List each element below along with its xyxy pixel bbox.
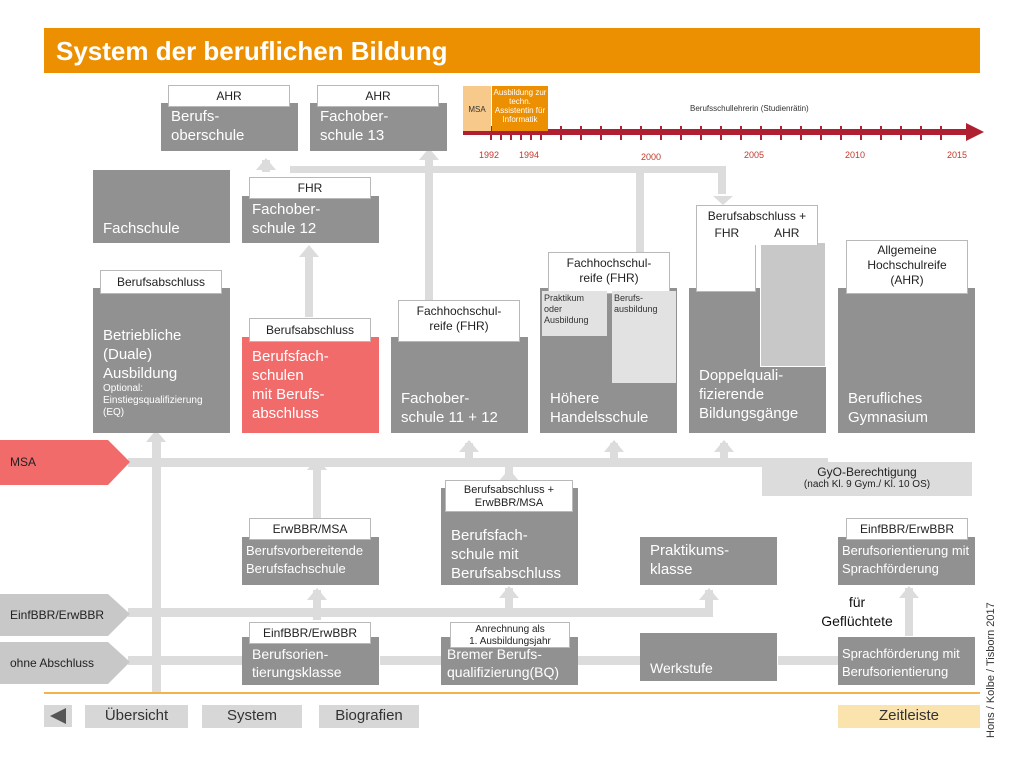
credit-text: Hons / Kolbe / Tisborn 2017 bbox=[985, 602, 997, 738]
berufsabschluss-erwbbr-label: Berufsabschluss + ErwBBR/MSA bbox=[445, 480, 573, 512]
doppel-label-top: Berufsabschluss + bbox=[707, 209, 807, 223]
berufliches-gymnasium-box[interactable]: Berufliches Gymnasium bbox=[838, 288, 975, 433]
gyo-berechtigung-title: GyO-Berechtigung bbox=[817, 465, 917, 479]
timeline-lehrerin-label: Berufsschullehrerin (Studienrätin) bbox=[690, 104, 809, 113]
entry-einfbbr[interactable]: EinfBBR/ErwBBR bbox=[10, 608, 105, 622]
gefluechtete-text: für Geflüchtete bbox=[821, 594, 893, 629]
year-2000: 2000 bbox=[641, 152, 662, 162]
nav-biografien[interactable]: Biografien bbox=[319, 705, 419, 728]
entry-msa[interactable]: MSA bbox=[10, 455, 37, 469]
erwbbr-msa-label: ErwBBR/MSA bbox=[249, 518, 371, 540]
berufsausbildung-box: Berufs- ausbildung bbox=[612, 291, 676, 383]
doppel-label-ahr: AHR bbox=[774, 226, 800, 240]
berufsabschluss-label-1: Berufsabschluss bbox=[100, 270, 222, 294]
fachoberschule12-box[interactable]: Fachober- schule 12 bbox=[242, 196, 379, 243]
allgemeine-hochschulreife-label: Allgemeine Hochschulreife (AHR) bbox=[846, 240, 968, 294]
ahr-label-1: AHR bbox=[168, 85, 290, 107]
berufsorientierung-sprach-box[interactable]: Berufsorientierung mit Sprachförderung bbox=[838, 537, 975, 585]
year-2005: 2005 bbox=[744, 150, 765, 160]
fachoberschule1112-box[interactable]: Fachober- schule 11 + 12 bbox=[391, 337, 528, 433]
fhr-reife-label-1: Fachhochschul- reife (FHR) bbox=[398, 300, 520, 342]
duale-ausbildung-optional: Optional: Einstiegsqualifizierung (EQ) bbox=[103, 383, 203, 418]
year-2015: 2015 bbox=[947, 150, 968, 160]
gyo-berechtigung-box[interactable]: GyO-Berechtigung (nach Kl. 9 Gym./ Kl. 1… bbox=[762, 462, 972, 496]
berufsfachschulen-box[interactable]: Berufsfach- schulen mit Berufs- abschlus… bbox=[242, 337, 379, 433]
timeline-ausbildung-block: Ausbildung zur techn. Assistentin für In… bbox=[492, 86, 548, 131]
fachoberschule13-box[interactable]: Fachober- schule 13 bbox=[310, 103, 447, 151]
fhr-label: FHR bbox=[249, 177, 371, 199]
einfbbr-erwbbr-label-1: EinfBBR/ErwBBR bbox=[846, 518, 968, 540]
doppel-label: Berufsabschluss + FHR AHR bbox=[696, 205, 818, 245]
doppel-fhr-panel bbox=[696, 242, 756, 292]
duale-ausbildung-title: Betriebliche (Duale) Ausbildung bbox=[103, 327, 182, 382]
duale-ausbildung-box[interactable]: Betriebliche (Duale) Ausbildung Optional… bbox=[93, 288, 230, 433]
entry-ohne-abschluss[interactable]: ohne Abschluss bbox=[10, 656, 95, 670]
sprachfoerderung-box[interactable]: Sprachförderung mit Berufsorientierung bbox=[838, 637, 975, 685]
nav-zeitleiste[interactable]: Zeitleiste bbox=[838, 705, 980, 728]
nav-system[interactable]: System bbox=[202, 705, 302, 728]
praktikum-oder-ausbildung-box: Praktikum oder Ausbildung bbox=[542, 291, 607, 336]
title-bar bbox=[44, 28, 980, 73]
year-1992: 1992 bbox=[479, 150, 500, 160]
back-arrow-icon[interactable] bbox=[44, 705, 72, 727]
berufsvorbereitende-box[interactable]: Berufsvorbereitende Berufsfachschule bbox=[242, 537, 379, 585]
year-1994: 1994 bbox=[519, 150, 540, 160]
berufsoberschule-box[interactable]: Berufs- oberschule bbox=[161, 103, 298, 151]
nav-uebersicht[interactable]: Übersicht bbox=[85, 705, 188, 728]
page-title: System der beruflichen Bildung bbox=[56, 36, 448, 66]
year-2010: 2010 bbox=[845, 150, 866, 160]
einfbbr-erwbbr-label-2: EinfBBR/ErwBBR bbox=[249, 622, 371, 644]
ahr-label-2: AHR bbox=[317, 85, 439, 107]
doppel-label-fhr: FHR bbox=[714, 226, 740, 240]
timeline-msa-block: MSA bbox=[463, 86, 491, 131]
anrechnung-label: Anrechnung als 1. Ausbildungsjahr bbox=[450, 622, 570, 648]
doppel-ahr-panel bbox=[760, 242, 826, 367]
fhr-reife-label-2: Fachhochschul- reife (FHR) bbox=[548, 252, 670, 294]
werkstufe-box[interactable]: Werkstufe bbox=[640, 633, 777, 681]
gyo-berechtigung-sub: (nach Kl. 9 Gym./ Kl. 10 OS) bbox=[803, 479, 931, 490]
praktikumsklasse-box[interactable]: Praktikums- klasse bbox=[640, 537, 777, 585]
berufsabschluss-label-2: Berufsabschluss bbox=[249, 318, 371, 342]
berufsorientierungsklasse-box[interactable]: Berufsorien- tierungsklasse bbox=[242, 637, 379, 685]
fachschule-box[interactable]: Fachschule bbox=[93, 170, 230, 243]
